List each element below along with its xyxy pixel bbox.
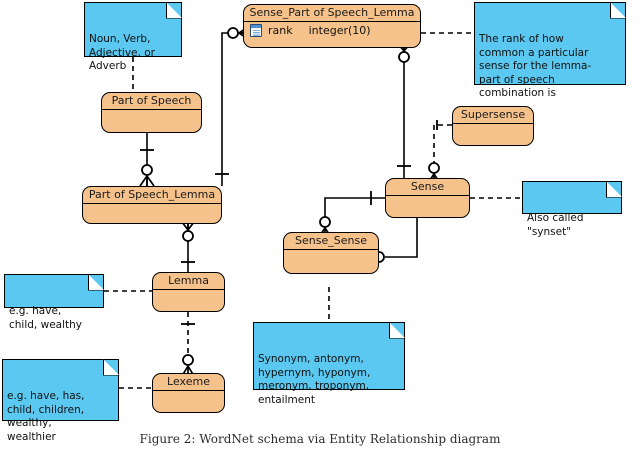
entity-title: Sense_Part of Speech_Lemma [244, 5, 420, 22]
entity-title: Lexeme [153, 374, 224, 391]
note-lemma: e.g. have, child, wealthy [4, 273, 105, 331]
note-rank: The rank of how common a particular sens… [474, 1, 627, 99]
card-zero-ss-left [319, 216, 331, 228]
line-sense-ss-bottom [385, 218, 418, 258]
entity-attribute-list [102, 110, 201, 131]
note-fold-icon [609, 1, 627, 19]
entity-title: Part of Speech_Lemma [83, 187, 221, 204]
note-lexeme: e.g. have, has, child, children, wealthy… [2, 358, 120, 443]
entity-part-of-speech[interactable]: Part of Speech [101, 92, 202, 133]
entity-lemma[interactable]: Lemma [152, 272, 225, 312]
entity-title: Part of Speech [102, 93, 201, 110]
entity-attribute-list [153, 391, 224, 411]
entity-supersense[interactable]: Supersense [452, 106, 534, 146]
entity-title: Lemma [153, 273, 224, 290]
card-zero-spsl-down [398, 51, 410, 63]
note-part-of-speech: Noun, Verb, Adjective, or Adverb [84, 1, 183, 72]
entity-title: Sense_Sense [284, 233, 378, 250]
attribute-name: rank [268, 24, 293, 37]
note-fold-icon [388, 321, 406, 339]
entity-attribute-list [453, 124, 533, 144]
entity-lexeme[interactable]: Lexeme [152, 373, 225, 413]
entity-attribute-list [284, 250, 378, 272]
card-zero-posl-lemma [182, 230, 194, 242]
entity-attribute-list [153, 290, 224, 310]
entity-part-of-speech-lemma[interactable]: Part of Speech_Lemma [82, 186, 222, 224]
entity-sense-sense[interactable]: Sense_Sense [283, 232, 379, 274]
note-fold-icon [165, 1, 183, 19]
note-sense-sense: Synonym, antonym, hypernym, hyponym, mer… [253, 321, 406, 406]
card-zero-lexeme [182, 354, 194, 366]
entity-title: Sense [386, 179, 469, 196]
attribute-type: integer(10) [308, 24, 371, 37]
line-sense-ss-left [324, 197, 385, 228]
card-zero-posl [141, 164, 153, 176]
line-posl-spsl [221, 32, 243, 186]
note-fold-icon [87, 273, 105, 291]
note-synset: Also called "synset" [522, 180, 623, 238]
column-attribute-icon [250, 24, 262, 37]
entity-sense-part-of-speech-lemma[interactable]: Sense_Part of Speech_Lemma rank integer(… [243, 4, 421, 48]
note-fold-icon [605, 180, 623, 198]
note-fold-icon [102, 358, 120, 376]
attribute-row-rank[interactable]: rank integer(10) [244, 22, 420, 37]
entity-attribute-list [83, 204, 221, 222]
line-supersense-sense [433, 124, 452, 175]
crowsfoot-posl [139, 175, 155, 187]
entity-attribute-list [386, 196, 469, 216]
figure-caption: Figure 2: WordNet schema via Entity Rela… [139, 432, 501, 446]
card-zero-spsl [227, 27, 239, 39]
entity-title: Supersense [453, 107, 533, 124]
entity-attribute-list: rank integer(10) [244, 22, 420, 46]
card-zero-sense-super [428, 162, 440, 174]
entity-sense[interactable]: Sense [385, 178, 470, 218]
